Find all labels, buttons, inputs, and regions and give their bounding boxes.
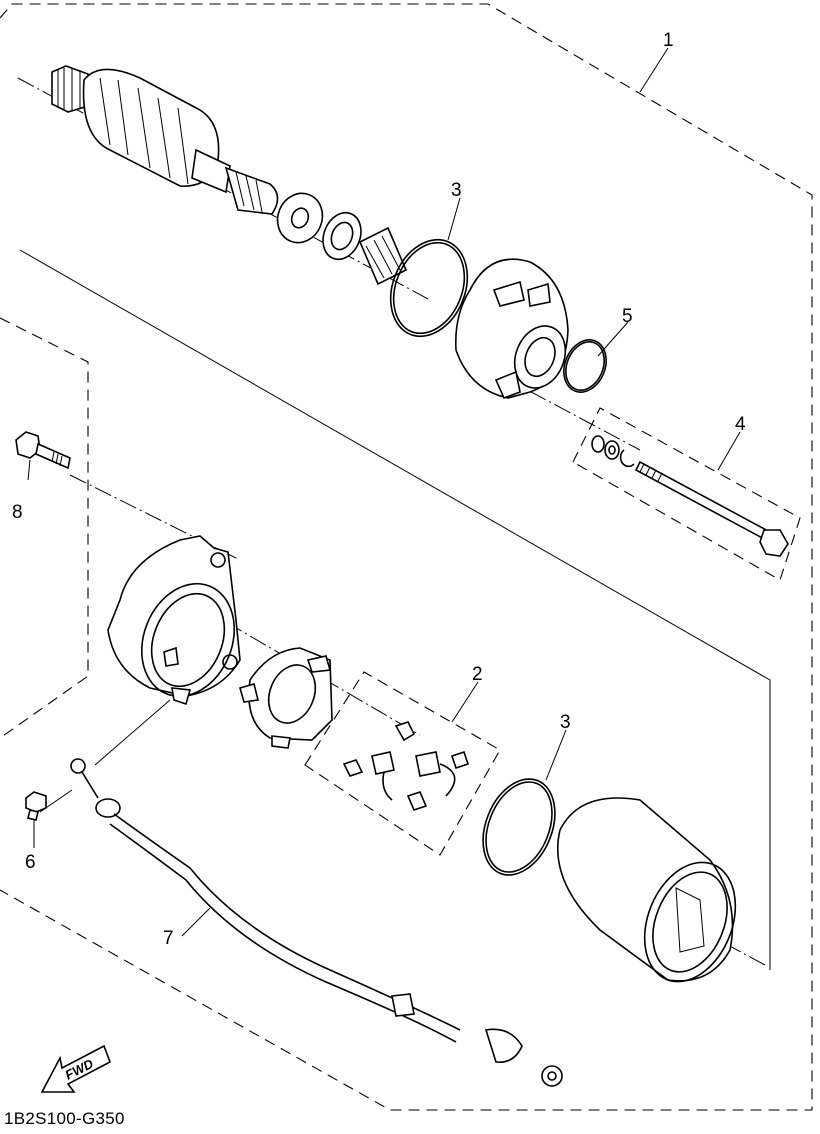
brush-holder [239,647,333,749]
ball-bearing [322,211,362,261]
callout-labels: 1 2 3 3 4 5 6 7 8 [12,30,746,949]
o-ring-small-inner [565,341,605,391]
callout-2: 2 [472,664,483,685]
callout-8: 8 [12,502,23,523]
fwd-arrow-icon: FWD [40,1044,111,1093]
through-bolt-group-boundary [572,407,801,581]
assembly-1-boundary [0,3,813,1111]
starter-lead [70,758,563,1087]
o-ring-lower [482,778,556,876]
upper-section-boundary [0,317,89,739]
o-ring-upper-inner [392,241,466,335]
o-ring-lower-inner [485,781,553,873]
needle-bearing [358,226,408,286]
callout-7: 7 [163,928,174,949]
callout-3-upper: 3 [451,180,462,201]
brush-set [342,721,470,811]
o-ring-small [563,339,607,393]
mounting-bolt [15,431,71,470]
drawing-code: 1B2S100-G350 [4,1109,125,1128]
callout-6: 6 [25,852,36,873]
shaft-washer [276,192,324,244]
callout-1: 1 [663,30,674,51]
group-boundaries [0,3,813,1111]
terminal-screw [25,791,47,821]
brush-holder-group-boundary [304,671,501,856]
o-ring-upper [389,238,469,338]
yoke [556,797,737,983]
callout-4: 4 [735,414,746,435]
leader-lines [27,47,741,937]
armature [51,65,279,215]
callout-5: 5 [622,306,633,327]
rear-cover [107,535,241,706]
through-bolt-set [591,435,789,557]
callout-3-lower: 3 [560,712,571,733]
front-cover [454,258,569,400]
